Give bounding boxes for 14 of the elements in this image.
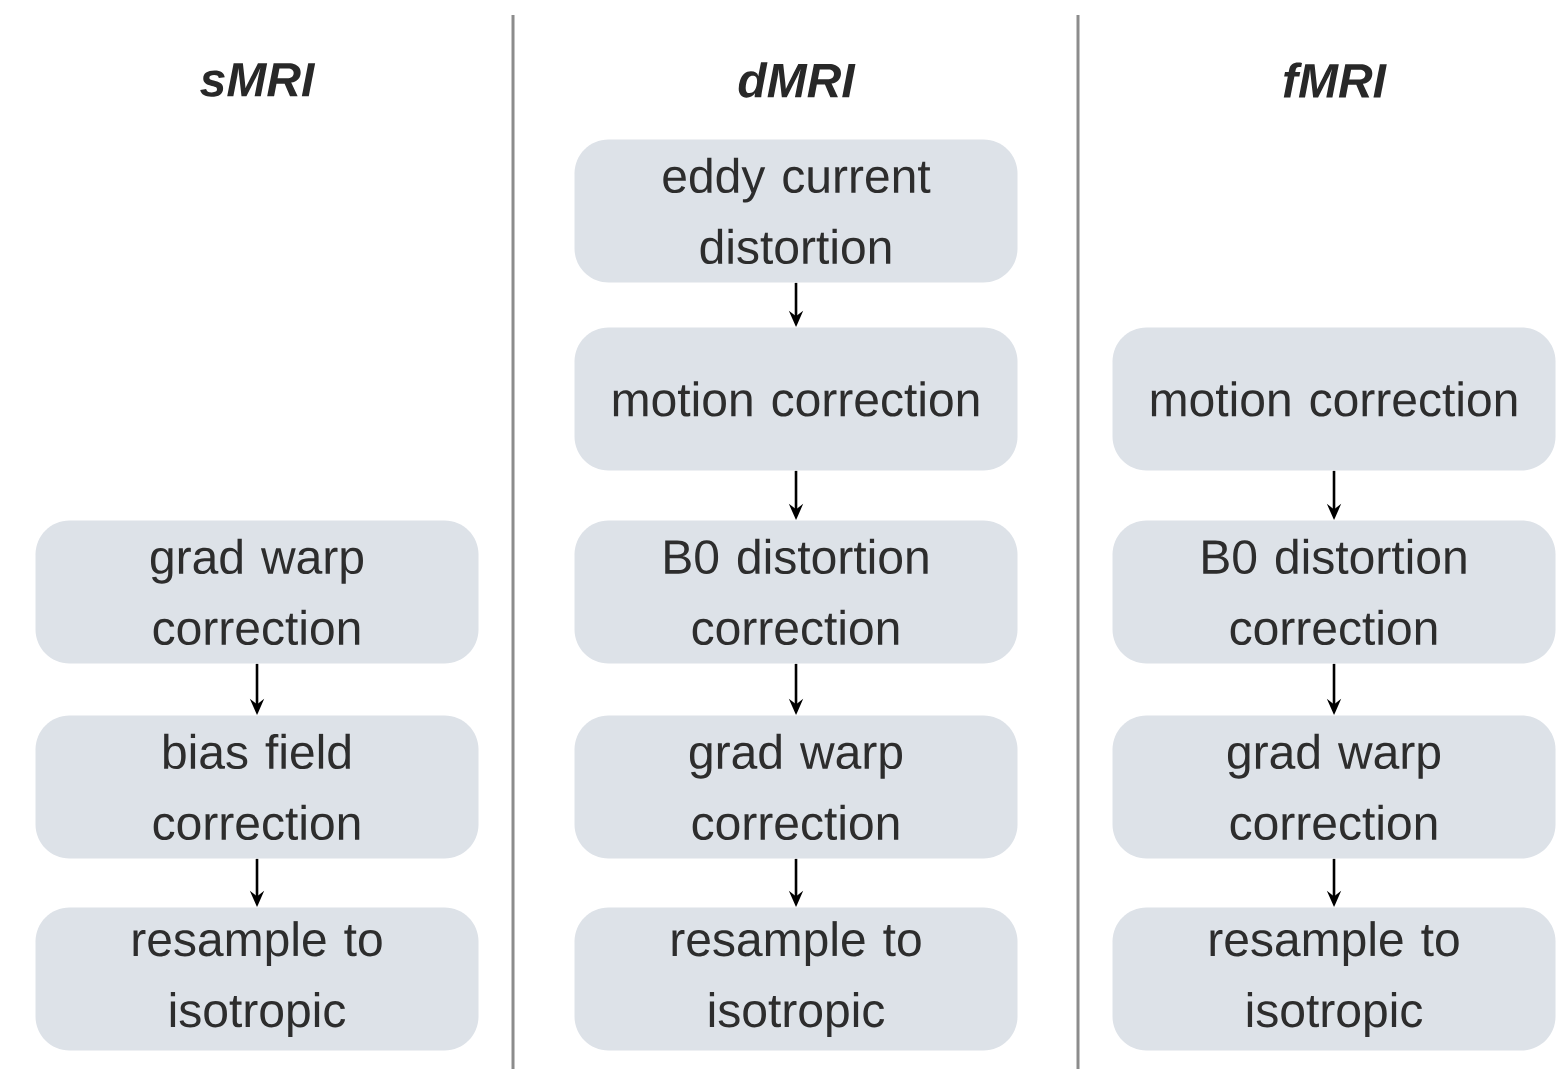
process-box: resample to isotropic	[35, 907, 479, 1051]
process-box: motion correction	[574, 327, 1018, 471]
process-box: grad warp correction	[574, 715, 1018, 859]
process-box: resample to isotropic	[574, 907, 1018, 1051]
process-box: resample to isotropic	[1112, 907, 1556, 1051]
process-box: bias field correction	[35, 715, 479, 859]
process-box: B0 distortion correction	[574, 520, 1018, 664]
column-heading: sMRI	[200, 63, 316, 97]
process-box: B0 distortion correction	[1112, 520, 1556, 664]
process-box: eddy current distortion	[574, 139, 1018, 283]
process-box: grad warp correction	[35, 520, 479, 664]
process-box: motion correction	[1112, 327, 1556, 471]
column-heading: fMRI	[1283, 62, 1387, 98]
process-box: grad warp correction	[1112, 715, 1556, 859]
